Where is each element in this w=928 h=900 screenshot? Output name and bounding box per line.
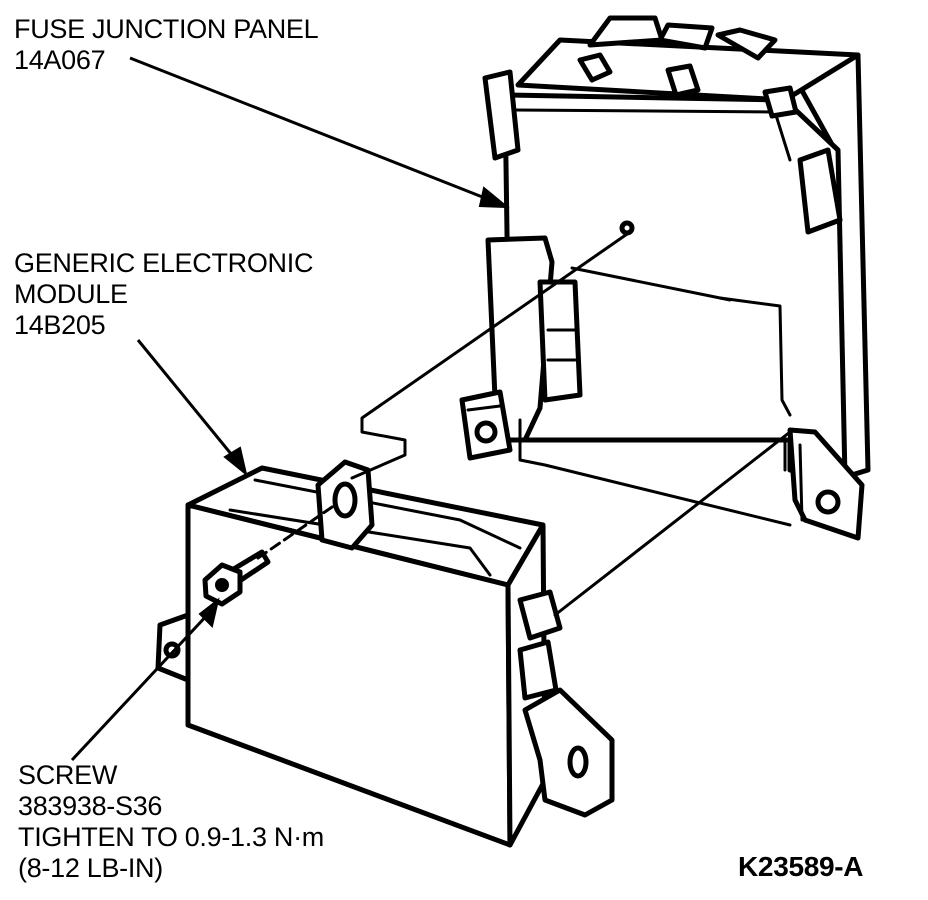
gem-name-line1: GENERIC ELECTRONIC <box>14 248 314 278</box>
panel-right-foot-edges <box>783 438 804 522</box>
screw-arrowhead <box>198 597 220 628</box>
fuse-panel-part-number: 14A067 <box>14 45 106 75</box>
screw-torque-metric: TIGHTEN TO 0.9-1.3 N·m <box>18 822 324 852</box>
panel-left-foot-hole <box>474 420 498 444</box>
figure-code: K23589-A <box>738 851 864 882</box>
module-bottom-bracket <box>522 687 615 818</box>
panel-left-slot-ribs <box>546 328 577 362</box>
panel-top-tab-2 <box>657 22 715 51</box>
module-left-ear-hole <box>163 641 181 659</box>
screw-torque-imperial: (8-12 LB-IN) <box>18 853 163 883</box>
generic-electronic-module <box>155 459 615 848</box>
screw <box>202 549 271 607</box>
panel-rail-lower <box>518 418 792 527</box>
module-right-clip-2 <box>517 639 559 701</box>
panel-right-post <box>797 147 843 235</box>
module-right-clip-1 <box>517 589 563 641</box>
panel-right-guide <box>718 296 792 417</box>
module-bottom-bracket-hole <box>567 745 589 779</box>
screw-leader <box>70 610 212 762</box>
screw-name: SCREW <box>18 760 117 790</box>
panel-clip-3 <box>762 85 799 119</box>
clip-to-panel-line <box>553 430 792 617</box>
panel-clip-1 <box>577 52 613 83</box>
module-top-tab-hole <box>332 481 358 519</box>
panel-top-tab-3 <box>715 27 778 61</box>
panel-left-foot-edge <box>466 404 502 412</box>
panel-left-slot <box>537 279 583 403</box>
fuse-panel-leader <box>129 56 491 202</box>
gem-leader <box>136 339 238 461</box>
fuse-junction-panel-label: FUSE JUNCTION PANEL 14A067 <box>14 14 319 76</box>
alignment-lines <box>256 220 792 617</box>
gem-name-line2: MODULE <box>14 279 128 309</box>
gem-arrowhead <box>223 446 248 477</box>
gem-part-number: 14B205 <box>14 310 106 340</box>
panel-left-post <box>482 69 521 161</box>
panel-top-tab-1 <box>587 15 665 48</box>
fuse-panel-name: FUSE JUNCTION PANEL <box>14 14 319 44</box>
panel-mounting-hole <box>619 220 635 236</box>
generic-electronic-module-label: GENERIC ELECTRONIC MODULE 14B205 <box>14 248 313 341</box>
screw-head-recess <box>215 578 229 592</box>
panel-back-alignment-line <box>570 266 732 302</box>
screw-axis-line <box>256 503 337 560</box>
panel-right-foot <box>787 427 865 541</box>
screw-label: SCREW 383938-S36 TIGHTEN TO 0.9-1.3 N·m … <box>18 760 324 884</box>
fuse-panel-arrowhead <box>478 186 510 209</box>
fuse-junction-panel <box>459 15 871 541</box>
panel-clip-2 <box>665 63 701 98</box>
screw-part-number: 383938-S36 <box>18 791 163 821</box>
panel-right-foot-hole <box>815 489 841 515</box>
tab-to-panel-line <box>350 230 632 480</box>
leader-lines <box>70 56 510 762</box>
